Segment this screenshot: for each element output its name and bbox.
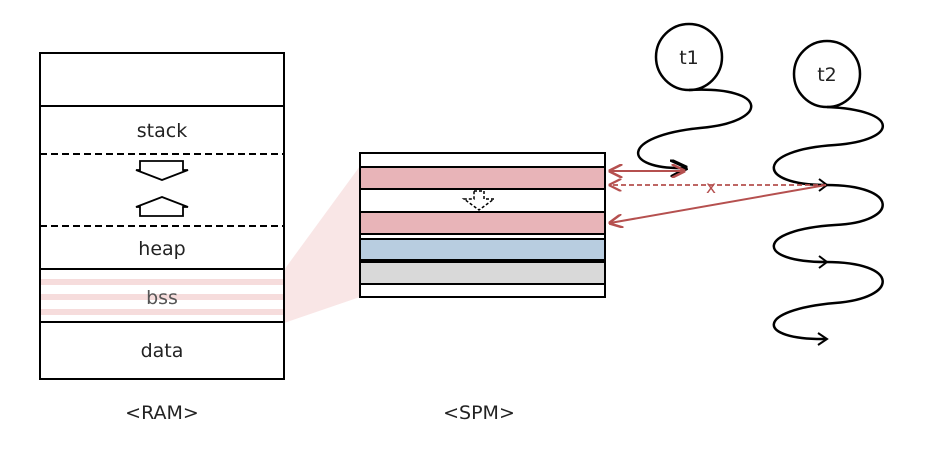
spm-row-pink <box>359 166 606 190</box>
thread-t2-tick <box>818 178 829 192</box>
thread-t1-label: t1 <box>679 47 699 69</box>
ram-bss-label: bss <box>146 287 178 309</box>
spm-block <box>359 152 606 298</box>
spm-row-gray <box>359 261 606 285</box>
bss-stripe <box>41 279 283 285</box>
thread-t1-squiggle <box>637 88 753 168</box>
spm-caption: <SPM> <box>443 402 515 424</box>
spm-row-blue <box>359 238 606 261</box>
spm-dashed-down-arrow <box>461 190 497 211</box>
t2-access-arrow <box>610 184 827 223</box>
thread-t2-squiggle <box>772 105 884 341</box>
thread-t2-label: t2 <box>817 64 837 86</box>
thread-t2-tick <box>818 255 829 269</box>
stack-grow-down-arrow <box>135 160 189 181</box>
heap-grow-up-arrow <box>135 196 189 217</box>
ram-outline <box>39 52 285 380</box>
thread-t2: t2 <box>772 39 884 346</box>
bss-stripe <box>41 309 283 315</box>
ram-heap-label: heap <box>138 238 185 260</box>
thread-t1: t1 <box>637 22 753 168</box>
ram-stack-label: stack <box>137 120 187 142</box>
bss-stripe <box>41 294 283 300</box>
bss-to-spm-projection <box>284 166 360 323</box>
spm-row-pink <box>359 211 606 235</box>
ram-block: stack heap bss data <box>39 52 285 380</box>
ram-data-label: data <box>141 340 184 362</box>
thread-t2-tick <box>817 332 829 346</box>
ram-caption: <RAM> <box>125 402 199 424</box>
blocked-x-marker: x <box>706 178 716 198</box>
